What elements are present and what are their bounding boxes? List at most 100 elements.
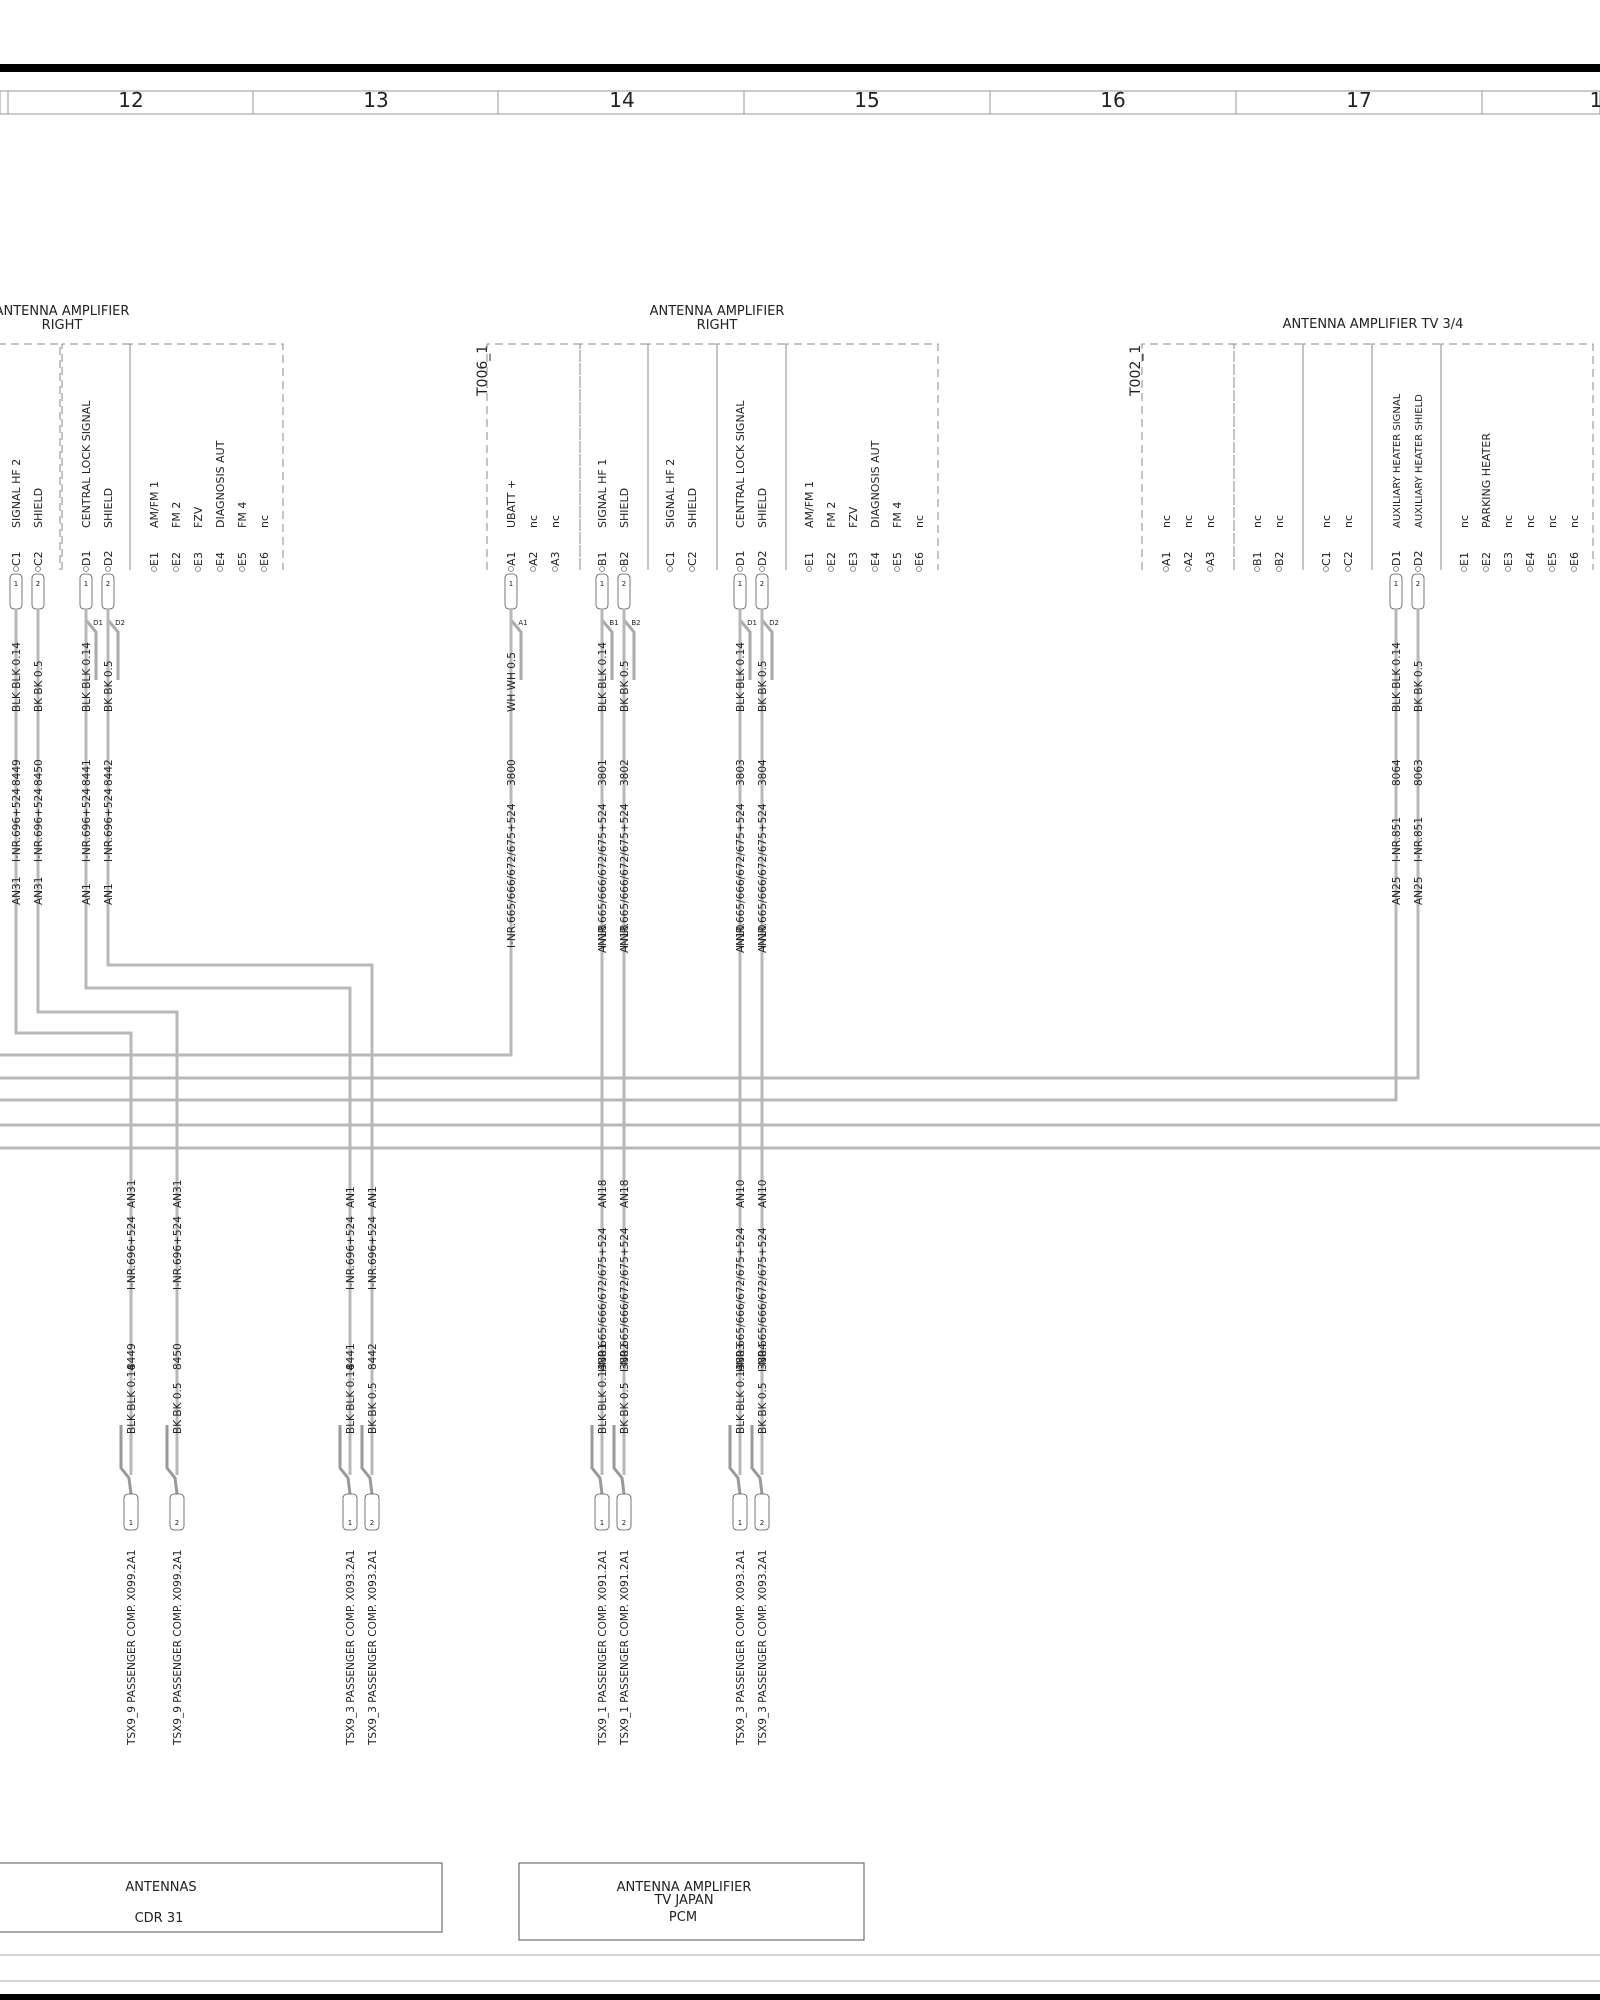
bottom-connector-tab-1-num: 2	[175, 1519, 179, 1527]
top-connector-tab-4-num: 1	[509, 580, 513, 588]
middle-pin-E4-label: DIAGNOSIS AUT	[869, 440, 882, 528]
left-pin-E4: E4	[214, 552, 227, 566]
bottom-wire-1-shield	[165, 1425, 179, 1495]
middle-pin-A1-terminal	[508, 566, 514, 572]
bottom-wire-3-shield	[360, 1425, 374, 1495]
middle-pin-A3-label: nc	[549, 515, 562, 528]
middle-pin-E4-terminal	[872, 566, 878, 572]
left-pin-E5: E5	[236, 552, 249, 566]
bottom-wire-2-id-label: 8441	[345, 1343, 357, 1370]
middle-pin-A2-label: nc	[527, 515, 540, 528]
top-wire-6-id-label: 3802	[619, 759, 631, 786]
bottom-wire-4-id-label: 3801	[597, 1343, 609, 1370]
column-ruler	[0, 90, 1600, 115]
middle-pin-group-0-box	[486, 343, 581, 570]
left-pin-E4-label: DIAGNOSIS AUT	[214, 440, 227, 528]
bottom-wire-0-color-label: BLK BLK 0.14	[126, 1364, 138, 1434]
bottom-wire-5-id-label: 3802	[619, 1343, 631, 1370]
left-pin-E5-label: FM 4	[236, 502, 249, 528]
right-pin-E6-terminal	[1571, 566, 1577, 572]
column-number-18-partial: 1	[1590, 88, 1600, 112]
right-pin-E6: E6	[1568, 552, 1581, 566]
middle-pin-E2-label: FM 2	[825, 502, 838, 528]
left-pin-C1-label: SIGNAL HF 2	[10, 459, 23, 528]
right-pin-D1: D1	[1390, 551, 1403, 566]
frame-top-bar	[0, 64, 1600, 72]
top-wire-10-inr-label: I-NR.851	[1413, 817, 1425, 862]
middle-pin-D1-terminal	[737, 566, 743, 572]
right-pin-C1-label: nc	[1320, 515, 1333, 528]
right-pin-E2-label: PARKING HEATER	[1480, 433, 1493, 528]
bottom-wire-6-id-label: 3803	[735, 1343, 747, 1370]
top-wire-7-harness-label: AN10	[735, 925, 747, 953]
top-wire-9-id-label: 8064	[1391, 759, 1403, 786]
top-wire-5-tag: B1	[609, 619, 618, 627]
column-number-13: 13	[363, 88, 388, 112]
right-pin-group-3-box	[1371, 343, 1442, 570]
bottom-wire-4-inr-label: I-NR.665/666/672/675+524	[597, 1227, 609, 1372]
bottom-wire-6-inr-label: I-NR.665/666/672/675+524	[735, 1227, 747, 1372]
left-component-title-line1: ANTENNA AMPLIFIER	[0, 304, 129, 319]
bottom-wire-7-inr-label: I-NR.665/666/672/675+524	[757, 1227, 769, 1372]
bottom-wire-7-id-label: 3804	[757, 1343, 769, 1370]
right-pin-B2: B2	[1273, 551, 1286, 566]
top-wire-1-id-label: 8450	[33, 759, 45, 786]
top-wire-1	[36, 609, 179, 1180]
left-pin-E2-label: FM 2	[170, 502, 183, 528]
top-wire-9	[0, 609, 1398, 1102]
bottom-wire-6-color-label: BLK BLK 0.14	[735, 1364, 747, 1434]
bottom-connector-tab-3-num: 2	[370, 1519, 374, 1527]
right-pin-E1-terminal	[1461, 566, 1467, 572]
right-pin-B1-label: nc	[1251, 515, 1264, 528]
right-pin-group-4-box	[1440, 343, 1594, 570]
right-pin-C2-terminal	[1345, 566, 1351, 572]
right-pin-group-0-box	[1141, 343, 1235, 570]
top-wire-0-inr-label: I-NR.696+524	[11, 788, 23, 862]
middle-pin-B2: B2	[618, 551, 631, 566]
left-pin-C2: C2	[32, 551, 45, 566]
middle-pin-C1: C1	[664, 551, 677, 566]
bottom-connector-tab-6	[732, 1493, 748, 1531]
top-wire-2-harness-label: AN1	[81, 883, 93, 905]
right-pin-C2: C2	[1342, 551, 1355, 566]
left-pin-E6: E6	[258, 552, 271, 566]
right-pin-A1: A1	[1160, 551, 1173, 566]
top-connector-tab-7-num: 1	[738, 580, 742, 588]
top-connector-tab-3-num: 2	[106, 580, 110, 588]
bottom-connector-tab-0-num: 1	[129, 1519, 133, 1527]
left-pin-group-1-box	[61, 343, 131, 570]
top-wire-8-id-label: 3804	[757, 759, 769, 786]
right-pin-B1: B1	[1251, 551, 1264, 566]
middle-pin-A3: A3	[549, 551, 562, 566]
middle-pin-E2: E2	[825, 552, 838, 566]
bottom-wire-1-harness-label: AN31	[172, 1180, 184, 1208]
right-pin-A3: A3	[1204, 551, 1217, 566]
middle-pin-A2: A2	[527, 551, 540, 566]
right-pin-B2-label: nc	[1273, 515, 1286, 528]
tv-japan-box-subtitle: PCM	[669, 1910, 697, 1925]
right-pin-E1-label: nc	[1458, 515, 1471, 528]
column-number-15: 15	[854, 88, 879, 112]
antennas-box	[0, 1862, 443, 1933]
top-connector-tab-8-num: 2	[760, 580, 764, 588]
bottom-wire-6-shield	[728, 1425, 742, 1495]
bottom-wire-2-color-label: BLK BLK 0.14	[345, 1364, 357, 1434]
right-pin-D2-label: AUXILIARY HEATER SHIELD	[1414, 394, 1425, 528]
top-wire-0-color-label: BLK BLK 0.14	[11, 642, 23, 712]
right-pin-E4: E4	[1524, 552, 1537, 566]
frame-bottom-bar	[0, 1994, 1600, 2000]
top-wire-1-harness-label: AN31	[33, 877, 45, 905]
middle-pin-B1-label: SIGNAL HF 1	[596, 459, 609, 528]
bottom-wire-6-connector-label: TSX9_3 PASSENGER COMP. X093.2A1	[735, 1550, 747, 1746]
middle-pin-E5: E5	[891, 552, 904, 566]
bottom-wire-4-shield	[590, 1425, 604, 1495]
top-wire-4	[0, 609, 513, 1057]
top-wire-3-id-label: 8442	[103, 759, 115, 786]
right-connector-id: T002_1	[1128, 345, 1144, 397]
top-connector-tab-5-num: 1	[600, 580, 604, 588]
left-pin-D2-label: SHIELD	[102, 488, 115, 528]
right-pin-E6-label: nc	[1568, 515, 1581, 528]
bottom-connector-tab-2	[342, 1493, 358, 1531]
top-wire-8-inr-label: I-NR.665/666/672/675+524	[757, 803, 769, 948]
